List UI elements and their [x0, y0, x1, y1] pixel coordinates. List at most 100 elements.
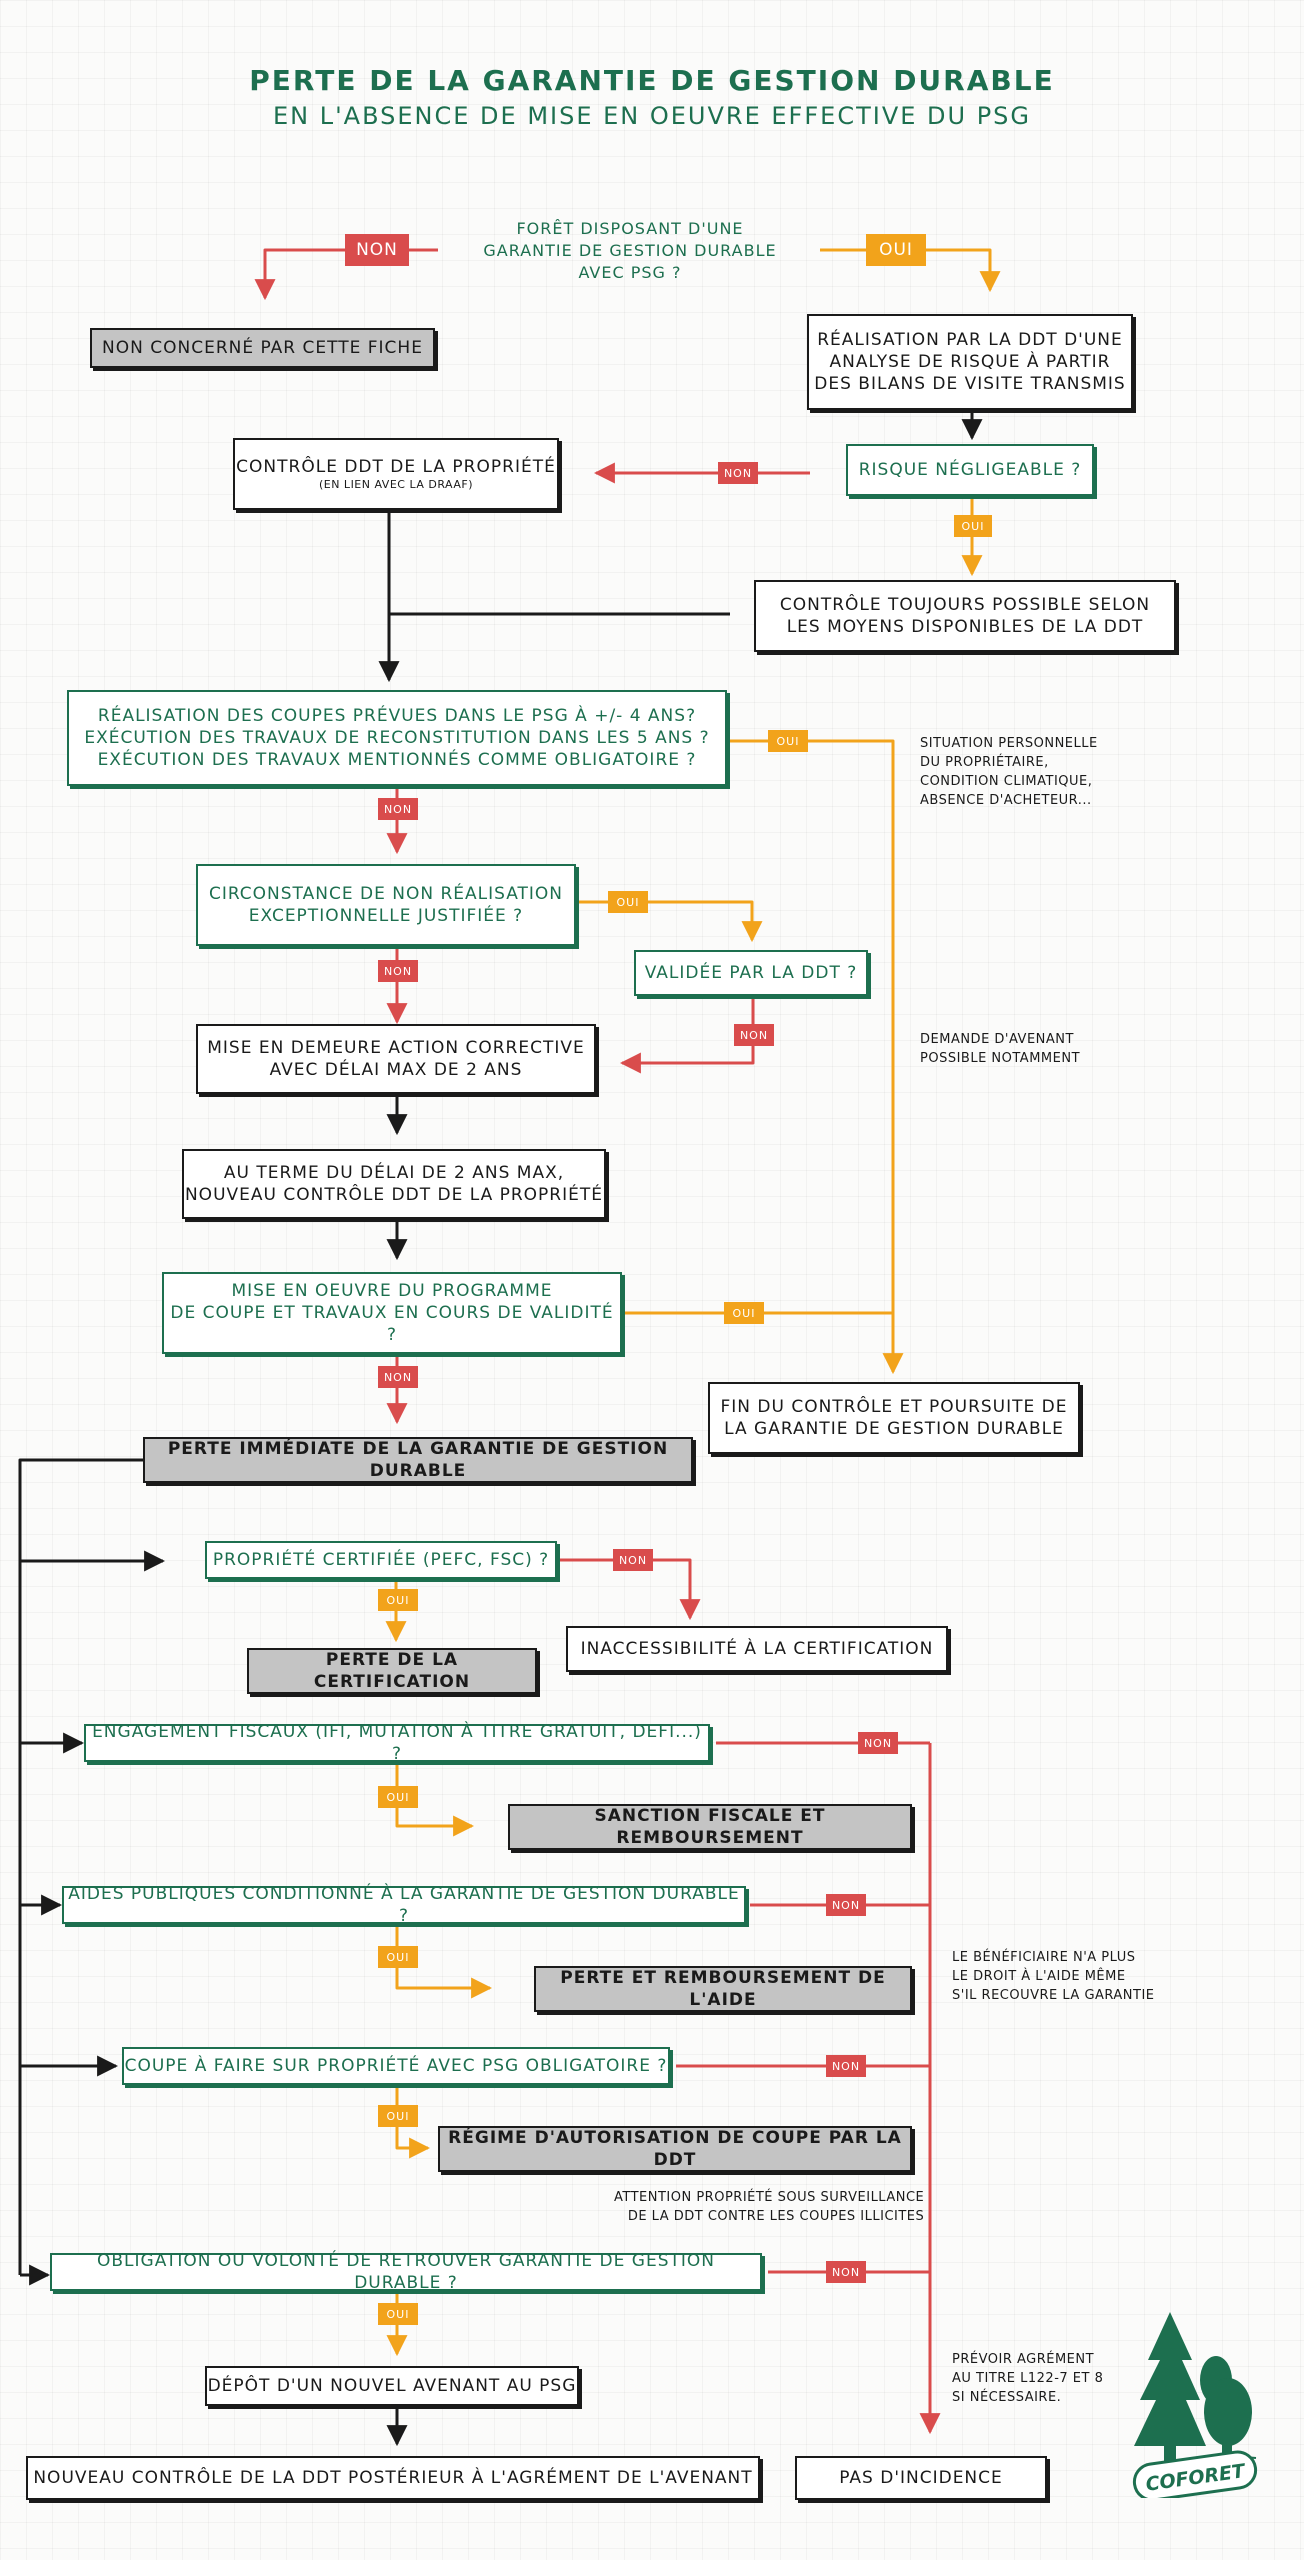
box-nouveau-controle-line: Nouveau contrôle de la DDT postérieur à … — [33, 2468, 753, 2488]
box-perte-immediate-line: Perte immédiate de la garantie de gestio… — [167, 1439, 669, 1481]
box-sanction-fiscale-line: Sanction fiscale et remboursement — [594, 1806, 826, 1848]
tag-non: Non — [378, 798, 418, 820]
box-depot-avenant: Dépôt d'un nouvel avenant au PSG — [205, 2366, 579, 2406]
box-validee-ddt: Validée par la DDT ? — [634, 950, 868, 996]
box-au-terme-line: Au terme du délai de 2 ans max, — [223, 1163, 565, 1183]
box-analyse-risque-line: des bilans de visite transmis — [814, 374, 1126, 394]
box-perte-certification: Perte de la certification — [247, 1648, 537, 1694]
note-prevoir-line: si nécessaire. — [952, 2390, 1062, 2405]
box-pas-incidence: Pas d'incidence — [795, 2456, 1047, 2500]
box-regime-autorisation-line: Régime d'autorisation de coupe par la DD… — [448, 2128, 902, 2170]
box-sanction-fiscale: Sanction fiscale et remboursement — [508, 1804, 912, 1850]
box-propriete-certifiee-line: Propriété certifiée (PEFC, FSC) ? — [212, 1550, 550, 1570]
page-subtitle: en l'absence de mise en oeuvre effective… — [272, 102, 1032, 130]
box-coupe-a-faire: Coupe à faire sur propriété avec PSG obl… — [122, 2047, 670, 2085]
tag-oui: Oui — [378, 1589, 418, 1611]
box-depot-avenant-line: Dépôt d'un nouvel avenant au PSG — [207, 2376, 577, 2396]
note-attention-line: Attention propriété sous surveillance — [614, 2190, 925, 2205]
note-beneficiaire: Le bénéficiaire n'a plusle droit à l'aid… — [952, 1948, 1155, 2005]
tag-oui: Oui — [768, 730, 808, 752]
tag-oui: Oui — [378, 1946, 418, 1968]
box-risque-negligeable: Risque négligeable ? — [846, 444, 1094, 496]
box-analyse-risque: Réalisation par la DDT d'uneanalyse de r… — [807, 314, 1133, 410]
note-situation-line: du propriétaire, — [920, 755, 1049, 770]
box-non-concerne: Non concerné par cette fiche — [90, 328, 435, 368]
q-foret-psg-line: Forêt disposant d'une — [516, 219, 744, 238]
note-situation: Situation personnelle du propriétaire, con… — [920, 734, 1098, 810]
box-mise-en-demeure-line: avec délai max de 2 ans — [269, 1060, 523, 1080]
tag-oui: Oui — [866, 234, 926, 266]
tag-oui: Oui — [954, 515, 992, 537]
tree-icon — [1134, 2312, 1252, 2462]
tag-oui: Oui — [378, 2105, 418, 2127]
connector — [619, 997, 755, 1074]
box-inaccessibilite-line: Inaccessibilité à la certification — [580, 1639, 934, 1659]
box-mise-en-oeuvre-line: de coupe et travaux en cours de validité… — [170, 1303, 614, 1345]
connector — [726, 739, 904, 1375]
note-beneficiaire-line: s'il recouvre la garantie — [952, 1988, 1155, 2003]
box-non-concerne-line: Non concerné par cette fiche — [102, 338, 423, 358]
box-obligation: Obligation ou volonté de retrouver garan… — [50, 2251, 762, 2293]
q-foret-psg-line: garantie de gestion durable — [483, 241, 777, 260]
box-circonstance: Circonstance de non réalisationexception… — [196, 864, 576, 946]
box-inaccessibilite: Inaccessibilité à la certification — [566, 1626, 948, 1672]
note-prevoir: Prévoir agrément au titre L122-7 et 8 si n… — [952, 2350, 1103, 2407]
box-realisation-coupes: Réalisation des coupes prévues dans le P… — [67, 690, 727, 786]
box-controle-possible: Contrôle toujours possible selonles moye… — [754, 580, 1176, 652]
tag-non: Non — [378, 960, 418, 982]
tag-non: Non — [378, 1366, 418, 1388]
box-coupe-a-faire-line: Coupe à faire sur propriété avec PSG obl… — [124, 2056, 668, 2076]
note-attention: Attention propriété sous surveillancede … — [614, 2188, 924, 2226]
box-mise-en-oeuvre: Mise en oeuvre du programmede coupe et t… — [162, 1272, 622, 1354]
tag-oui: Oui — [608, 891, 648, 913]
box-aides-publiques: Aides publiques conditionné à la garanti… — [62, 1884, 746, 1926]
tag-non: Non — [613, 1549, 653, 1571]
connector — [395, 1924, 493, 1999]
box-pas-incidence-line: Pas d'incidence — [839, 2468, 1003, 2488]
box-mise-en-demeure-line: Mise en demeure action corrective — [207, 1038, 585, 1058]
q-foret-psg-line: avec PSG ? — [578, 263, 682, 282]
box-mise-en-demeure: Mise en demeure action correctiveavec dé… — [196, 1024, 596, 1094]
connector — [557, 1558, 701, 1621]
connector — [395, 1762, 475, 1837]
box-obligation-line: Obligation ou volonté de retrouver garan… — [97, 2251, 715, 2293]
box-au-terme: Au terme du délai de 2 ans max,nouveau c… — [182, 1149, 606, 1219]
box-realisation-coupes-line: Réalisation des coupes prévues dans le P… — [97, 706, 697, 726]
box-fin-controle: Fin du contrôle et poursuite dela garant… — [708, 1382, 1080, 1454]
box-nouveau-controle: Nouveau contrôle de la DDT postérieur à … — [26, 2456, 760, 2500]
note-prevoir-line: Prévoir agrément — [952, 2352, 1095, 2367]
box-fin-controle-line: Fin du contrôle et poursuite de — [720, 1397, 1068, 1417]
note-situation-line: condition climatique, — [920, 774, 1093, 789]
box-perte-aide: Perte et remboursement de l'aide — [534, 1966, 912, 2012]
tag-non: Non — [734, 1024, 774, 1046]
tag-non: Non — [826, 2261, 866, 2283]
tag-non: Non — [826, 1894, 866, 1916]
box-mise-en-oeuvre-line: Mise en oeuvre du programme — [231, 1281, 553, 1301]
note-situation-line: Situation personnelle — [920, 736, 1098, 751]
note-avenant-line: Demande d'avenant — [920, 1032, 1074, 1047]
box-controle-ddt-sub: (en lien avec la DRAAF) — [318, 478, 474, 491]
tag-non: Non — [826, 2055, 866, 2077]
box-circonstance-line: exceptionnelle justifiée ? — [248, 906, 524, 926]
box-au-terme-line: nouveau contrôle DDT de la propriété — [184, 1185, 604, 1205]
box-realisation-coupes-line: Exécution des travaux de reconstitution … — [84, 728, 710, 748]
box-propriete-certifiee: Propriété certifiée (PEFC, FSC) ? — [205, 1541, 557, 1579]
box-controle-ddt-label: Contrôle DDT de la propriété — [236, 457, 556, 477]
box-regime-autorisation: Régime d'autorisation de coupe par la DD… — [438, 2126, 912, 2172]
tag-non: Non — [345, 234, 409, 266]
q-foret-psg: Forêt disposant d'une garantie de gestion… — [470, 212, 790, 290]
box-controle-ddt: Contrôle DDT de la propriété (en lien av… — [233, 438, 559, 510]
coforet-logo: COFORET — [1132, 2312, 1258, 2498]
tag-non: Non — [718, 462, 758, 484]
box-controle-possible-line: les moyens disponibles de la DDT — [786, 617, 1144, 637]
box-risque-negligeable-line: Risque négligeable ? — [858, 460, 1082, 480]
box-analyse-risque-line: analyse de risque à partir — [829, 352, 1111, 372]
note-beneficiaire-line: Le bénéficiaire n'a plus — [952, 1950, 1136, 1965]
connector — [577, 900, 763, 943]
tag-oui: Oui — [724, 1302, 764, 1324]
box-realisation-coupes-line: Exécution des travaux mentionnés comme o… — [97, 750, 697, 770]
note-prevoir-line: au titre L122-7 et 8 — [952, 2371, 1104, 2386]
box-analyse-risque-line: Réalisation par la DDT d'une — [817, 330, 1123, 350]
tag-non: Non — [858, 1732, 898, 1754]
